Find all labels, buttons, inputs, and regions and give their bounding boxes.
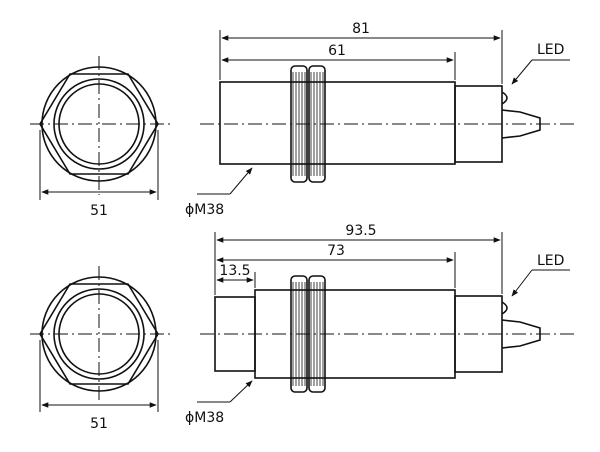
bottom-thread-label: ϕM38	[185, 410, 224, 426]
bottom-end-view: 51	[30, 266, 172, 432]
top-width-dimension: 51	[90, 203, 108, 219]
bottom-total-length: 93.5	[345, 223, 376, 239]
bottom-width-dimension: 51	[90, 416, 108, 432]
top-nut-knurl	[292, 72, 324, 176]
top-body-length: 61	[328, 43, 346, 59]
top-thread-label: ϕM38	[185, 202, 224, 218]
top-end-view: 51	[30, 56, 172, 219]
bottom-led-label: LED	[537, 253, 564, 269]
bottom-body-length: 73	[327, 243, 345, 259]
bottom-nut-knurl	[292, 282, 324, 386]
bottom-front-length: 13.5	[219, 263, 250, 279]
top-total-length: 81	[352, 21, 370, 37]
top-side-view: 81 61 LED ϕM38	[185, 21, 578, 218]
top-led-label: LED	[537, 42, 564, 58]
bottom-side-view: 93.5 73 13.5 LED ϕM38	[185, 223, 578, 426]
